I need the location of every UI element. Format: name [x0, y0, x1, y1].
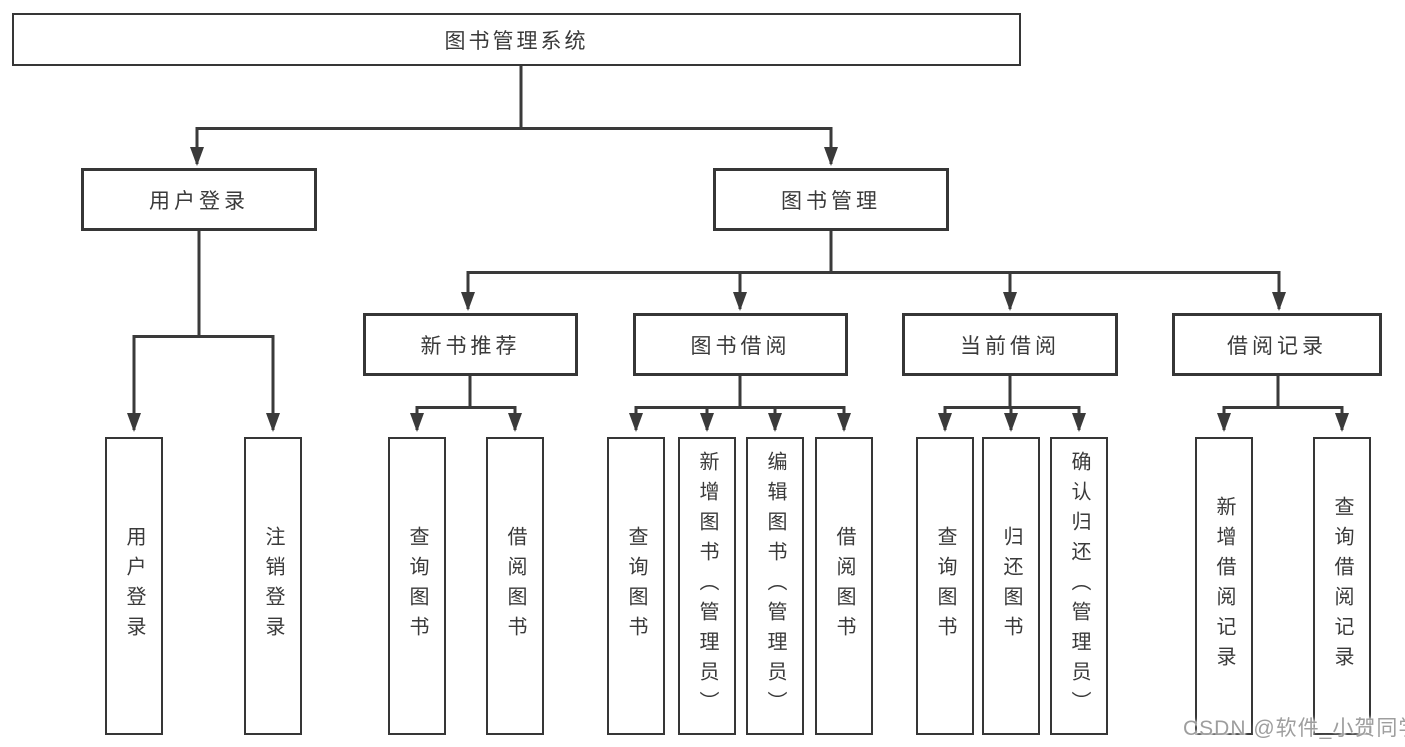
leaf-return-book: 归还图书 [982, 437, 1040, 735]
node-library-system: 图书管理系统 [12, 13, 1021, 66]
leaf-add-borrow-record: 新增借阅记录 [1195, 437, 1253, 735]
leaf-borrow-book: 借阅图书 [815, 437, 873, 735]
node-borrow-record: 借阅记录 [1172, 313, 1382, 376]
leaf-query-borrow-record: 查询借阅记录 [1313, 437, 1371, 735]
leaf-logout: 注销登录 [244, 437, 302, 735]
node-book-management: 图书管理 [713, 168, 949, 231]
leaf-query-book-current: 查询图书 [916, 437, 974, 735]
csdn-watermark: CSDN @软件_小贺同学 [1183, 717, 1405, 740]
node-user-login: 用户登录 [81, 168, 317, 231]
leaf-borrow-book-recommend: 借阅图书 [486, 437, 544, 735]
node-new-book-recommend: 新书推荐 [363, 313, 578, 376]
node-book-borrow: 图书借阅 [633, 313, 848, 376]
leaf-query-book-borrow: 查询图书 [607, 437, 665, 735]
leaf-confirm-return-admin: 确认归还（管理员） [1050, 437, 1108, 735]
leaf-edit-book-admin: 编辑图书（管理员） [746, 437, 804, 735]
leaf-user-login: 用户登录 [105, 437, 163, 735]
node-current-borrow: 当前借阅 [902, 313, 1118, 376]
leaf-add-book-admin: 新增图书（管理员） [678, 437, 736, 735]
leaf-query-book-recommend: 查询图书 [388, 437, 446, 735]
